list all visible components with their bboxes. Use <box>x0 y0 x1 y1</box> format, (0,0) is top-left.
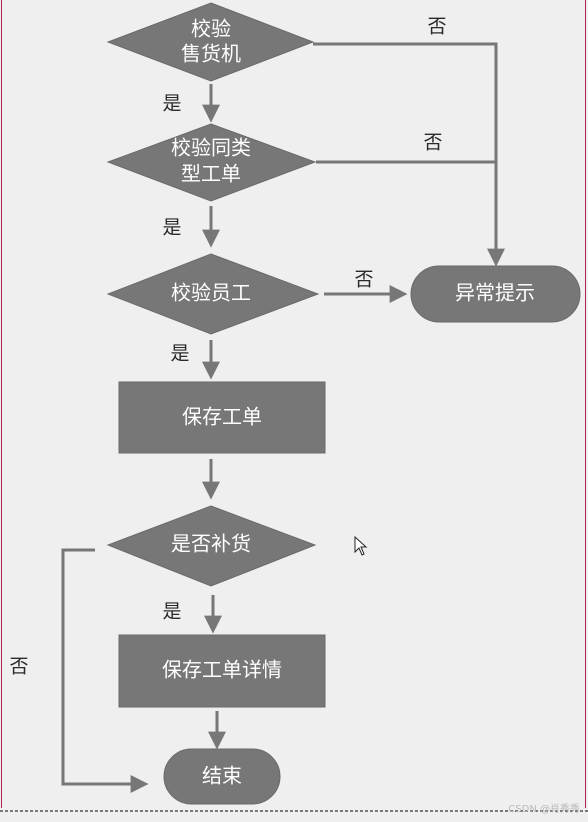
node-label-save-order-detail: 保存工单详情 <box>162 658 282 682</box>
decision-check-vending-machine <box>106 2 315 82</box>
node-label-check-vending-line1: 校验 <box>191 17 231 41</box>
mouse-cursor-icon <box>354 535 368 556</box>
edge-label-no-replenish: 否 <box>9 656 28 678</box>
terminal-error-prompt <box>410 265 581 323</box>
watermark-text: CSDN @肖秀秀 <box>508 802 580 815</box>
edge-vending-to-error <box>313 42 505 267</box>
edge-label-no-employee: 否 <box>354 269 373 291</box>
node-label-check-employee: 校验员工 <box>171 281 251 305</box>
node-label-end: 结束 <box>202 764 242 788</box>
node-label-is-replenish: 是否补货 <box>171 532 251 556</box>
process-save-order <box>118 381 326 454</box>
decision-is-replenish <box>106 505 317 587</box>
edge-label-no-vending: 否 <box>427 16 446 38</box>
node-label-check-vending-line2: 售货机 <box>181 42 241 66</box>
node-label-error-prompt: 异常提示 <box>455 281 535 305</box>
edge-replenish-to-end <box>61 548 149 793</box>
node-label-check-sametype-line2: 型工单 <box>181 162 241 186</box>
edge-label-no-sametype: 否 <box>423 132 442 154</box>
decision-check-employee <box>106 253 320 335</box>
node-label-save-order: 保存工单 <box>182 405 262 429</box>
terminal-end <box>163 748 281 805</box>
frame-left-border <box>1 0 2 808</box>
node-label-check-sametype-line1: 校验同类 <box>171 136 251 160</box>
decision-check-same-type-order <box>106 123 317 202</box>
edge-label-yes-employee: 是 <box>170 343 189 365</box>
edge-label-yes-sametype: 是 <box>162 217 181 239</box>
edge-label-yes-vending: 是 <box>162 93 181 115</box>
process-save-order-detail <box>118 634 326 708</box>
edge-label-yes-replenish: 是 <box>162 601 181 623</box>
frame-right-border <box>585 0 586 808</box>
frame-bottom-dashed-border <box>0 810 588 812</box>
